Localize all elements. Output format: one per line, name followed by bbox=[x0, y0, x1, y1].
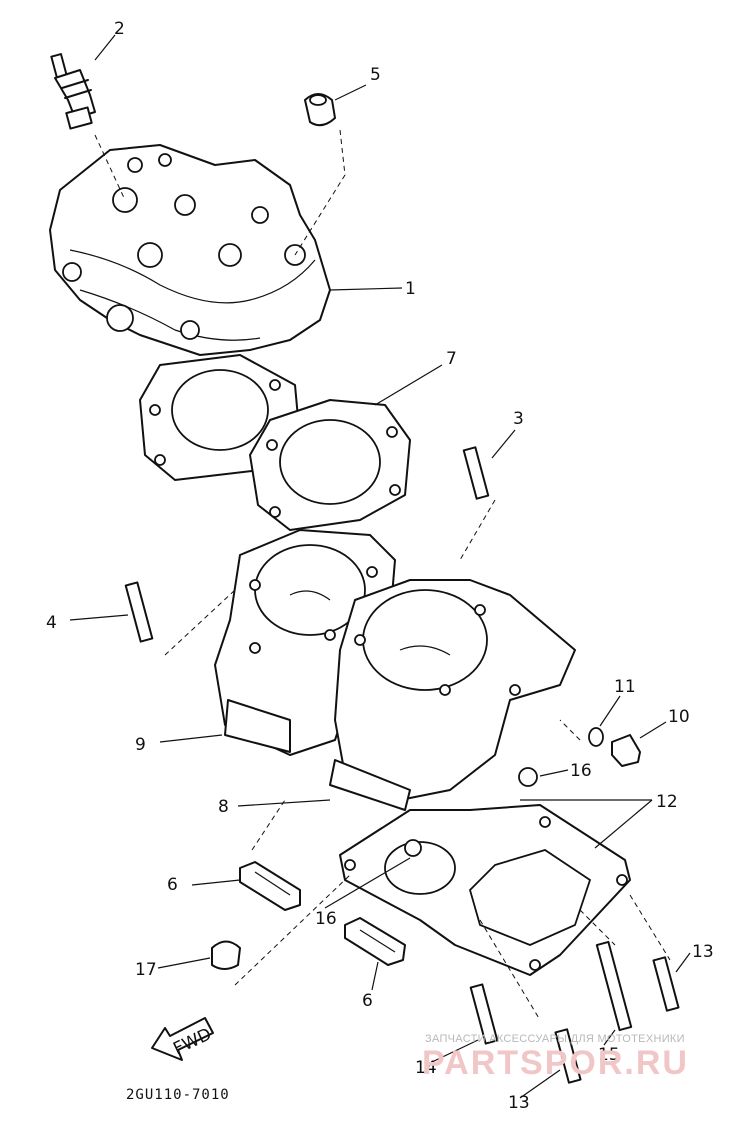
leader-lines bbox=[69, 34, 691, 1099]
part-label-4: 4 bbox=[46, 613, 57, 633]
diagram-code: 2GU110-7010 bbox=[126, 1087, 230, 1103]
watermark-tagline: ЗАПЧАСТИ АКСЕССУАРЫ ДЛЯ МОТОТЕХНИКИ bbox=[425, 1033, 685, 1045]
watermark-brand: PARTSPOR.RU bbox=[422, 1044, 689, 1082]
part-label-10: 10 bbox=[668, 707, 690, 727]
part-label-12: 12 bbox=[656, 792, 678, 812]
part-label-9: 9 bbox=[135, 735, 146, 755]
part-label-16-bottom: 16 bbox=[315, 909, 337, 929]
cylinder-head-drawing bbox=[49, 144, 331, 356]
part-label-6-right: 6 bbox=[362, 991, 373, 1011]
part-label-5: 5 bbox=[370, 65, 381, 85]
assembly-guide-lines bbox=[94, 129, 671, 1021]
part-label-7: 7 bbox=[446, 349, 457, 369]
cylinder-right-drawing bbox=[329, 579, 576, 811]
head-gasket-right-drawing bbox=[249, 399, 411, 531]
part-label-8: 8 bbox=[218, 797, 229, 817]
part-label-1: 1 bbox=[405, 279, 416, 299]
part-label-17: 17 bbox=[135, 960, 157, 980]
part-label-3: 3 bbox=[513, 409, 524, 429]
part-label-13-right: 13 bbox=[692, 942, 714, 962]
part-number-labels: 2 5 1 7 3 4 9 8 11 10 16 12 6 16 17 6 13… bbox=[46, 19, 714, 1113]
part-label-6-left: 6 bbox=[167, 875, 178, 895]
part-label-2: 2 bbox=[114, 19, 125, 39]
part-label-14: 14 bbox=[415, 1058, 437, 1078]
part-label-13-bottom: 13 bbox=[508, 1093, 530, 1113]
forward-arrow-icon: FWD bbox=[151, 1017, 215, 1061]
spark-plug-drawing bbox=[50, 53, 96, 130]
part-label-16-top: 16 bbox=[570, 761, 592, 781]
small-parts-drawing bbox=[211, 727, 641, 970]
part-label-11: 11 bbox=[614, 677, 636, 697]
stud-bolts-drawing bbox=[124, 446, 680, 1084]
watermark: ЗАПЧАСТИ АКСЕССУАРЫ ДЛЯ МОТОТЕХНИКИ PART… bbox=[422, 1033, 689, 1082]
cylinder-left-drawing bbox=[214, 529, 396, 756]
cap-nut-drawing bbox=[304, 93, 336, 127]
part-label-15: 15 bbox=[598, 1045, 620, 1065]
